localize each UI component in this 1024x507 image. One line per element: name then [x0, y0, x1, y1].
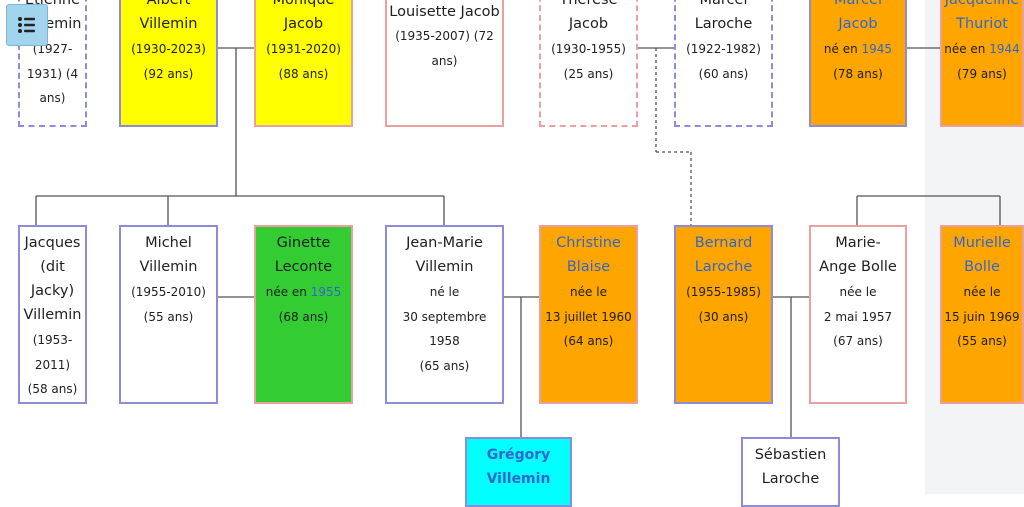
- birth-year-link[interactable]: 1945: [861, 42, 893, 56]
- person-card-michel[interactable]: Michel Villemin (1955-2010) (55 ans): [119, 225, 218, 404]
- person-name: Ginette Leconte: [274, 235, 333, 275]
- birth-prefix: né en: [823, 42, 858, 56]
- person-name: Thérèse Jacob: [559, 0, 618, 32]
- person-birth-date: 13 juillet 1960: [545, 309, 632, 324]
- person-name: Albert Villemin: [139, 0, 198, 32]
- person-card-louisette[interactable]: Louisette Jacob (1935-2007) (72 ans): [385, 0, 504, 127]
- person-name: Grégory Villemin: [486, 447, 551, 487]
- person-dates: (1931-2020): [266, 42, 341, 56]
- person-age: (64 ans): [563, 334, 614, 348]
- person-age: (79 ans): [957, 66, 1007, 81]
- birth-prefix: née en: [944, 42, 986, 56]
- person-card-marcel-jacob[interactable]: Marcel Jacob né en 1945 (78 ans): [809, 0, 907, 127]
- person-born-label: née le: [963, 285, 1001, 299]
- person-card-monique[interactable]: Monique Jacob (1931-2020) (88 ans): [254, 0, 353, 127]
- person-dates: (1930-1955): [551, 42, 626, 56]
- person-name: Monique Jacob: [272, 0, 335, 32]
- person-card-jacqueline[interactable]: Jacqueline Thuriot née en 1944 (79 ans): [940, 0, 1024, 127]
- person-name: Michel Villemin: [139, 235, 198, 275]
- person-card-bernard[interactable]: Bernard Laroche (1955-1985) (30 ans): [674, 225, 773, 404]
- person-name: Marcel Jacob: [834, 0, 882, 32]
- birth-year-link[interactable]: 1944: [989, 42, 1020, 56]
- person-age: (25 ans): [563, 66, 614, 81]
- person-born-label: née le: [839, 285, 877, 299]
- person-born-label: né le: [429, 285, 460, 299]
- table-of-contents-button[interactable]: [6, 4, 48, 46]
- person-age: (78 ans): [833, 66, 883, 81]
- person-card-sebastien[interactable]: Sébastien Laroche: [741, 437, 840, 507]
- person-card-marie-ange[interactable]: Marie-Ange Bolle née le 2 mai 1957 (67 a…: [809, 225, 907, 404]
- connector-lines: [35, 47, 1001, 437]
- person-dates: (1955-2010): [131, 285, 206, 299]
- person-card-ginette[interactable]: Ginette Leconte née en 1955 (68 ans): [254, 225, 353, 404]
- person-birth-date: 30 septembre 1958: [402, 309, 487, 349]
- person-age: (30 ans): [698, 309, 749, 324]
- person-name: Jacqueline Thuriot: [944, 0, 1020, 32]
- person-card-albert[interactable]: Albert Villemin (1930-2023) (92 ans): [119, 0, 218, 127]
- person-age: (60 ans): [698, 66, 749, 81]
- birth-prefix: née en: [265, 285, 307, 299]
- person-card-therese[interactable]: Thérèse Jacob (1930-1955) (25 ans): [539, 0, 638, 127]
- person-card-murielle[interactable]: Murielle Bolle née le 15 juin 1969 (55 a…: [940, 225, 1024, 404]
- person-name: Bernard Laroche: [694, 235, 753, 275]
- person-name: Louisette Jacob: [389, 4, 500, 20]
- person-card-gregory[interactable]: Grégory Villemin: [465, 437, 572, 507]
- person-dates: (1955-1985): [686, 285, 761, 299]
- person-born-label: née le: [570, 285, 607, 299]
- person-dates: (1922-1982): [686, 42, 761, 56]
- person-dates: (1930-2023): [131, 42, 206, 56]
- person-card-christine[interactable]: Christine Blaise née le 13 juillet 1960 …: [539, 225, 638, 404]
- person-dates: (1927-1931) (4 ans): [26, 42, 79, 105]
- person-birth-date: 2 mai 1957: [823, 309, 893, 324]
- person-age: (68 ans): [278, 309, 329, 324]
- person-age: (88 ans): [278, 66, 329, 81]
- person-age: (92 ans): [143, 66, 194, 81]
- person-card-jacques[interactable]: Jacques (dit Jacky) Villemin (1953-2011)…: [18, 225, 87, 404]
- person-card-marcel-laroche[interactable]: Marcel Laroche (1922-1982) (60 ans): [674, 0, 773, 127]
- person-dates: (1935-2007) (72 ans): [395, 29, 494, 68]
- person-name: Murielle Bolle: [953, 235, 1011, 275]
- person-age: (65 ans): [419, 358, 470, 373]
- person-name: Jean-Marie Villemin: [406, 235, 483, 275]
- person-birth: née en 1955: [266, 280, 342, 305]
- person-birth: né en 1945 (78 ans): [811, 37, 905, 86]
- birth-year-link[interactable]: 1955: [310, 285, 342, 299]
- person-name: Marie-Ange Bolle: [819, 235, 897, 275]
- person-name: Christine Blaise: [556, 235, 621, 275]
- person-name: Sébastien Laroche: [754, 447, 827, 487]
- person-age: (55 ans): [143, 309, 194, 324]
- list-icon: [18, 17, 35, 33]
- person-card-jean-marie[interactable]: Jean-Marie Villemin né le 30 septembre 1…: [385, 225, 504, 404]
- person-dates: (1953-2011) (58 ans): [27, 333, 78, 396]
- person-name: Marcel Laroche: [694, 0, 753, 32]
- person-age: (55 ans): [957, 334, 1007, 348]
- person-card-etienne[interactable]: Étienne Villemin (1927-1931) (4 ans): [18, 0, 87, 127]
- person-name: Jacques (dit Jacky) Villemin: [23, 235, 82, 323]
- person-birth-date: 15 juin 1969: [944, 309, 1020, 324]
- person-age: (67 ans): [833, 334, 883, 348]
- person-birth: née en 1944: [944, 37, 1020, 62]
